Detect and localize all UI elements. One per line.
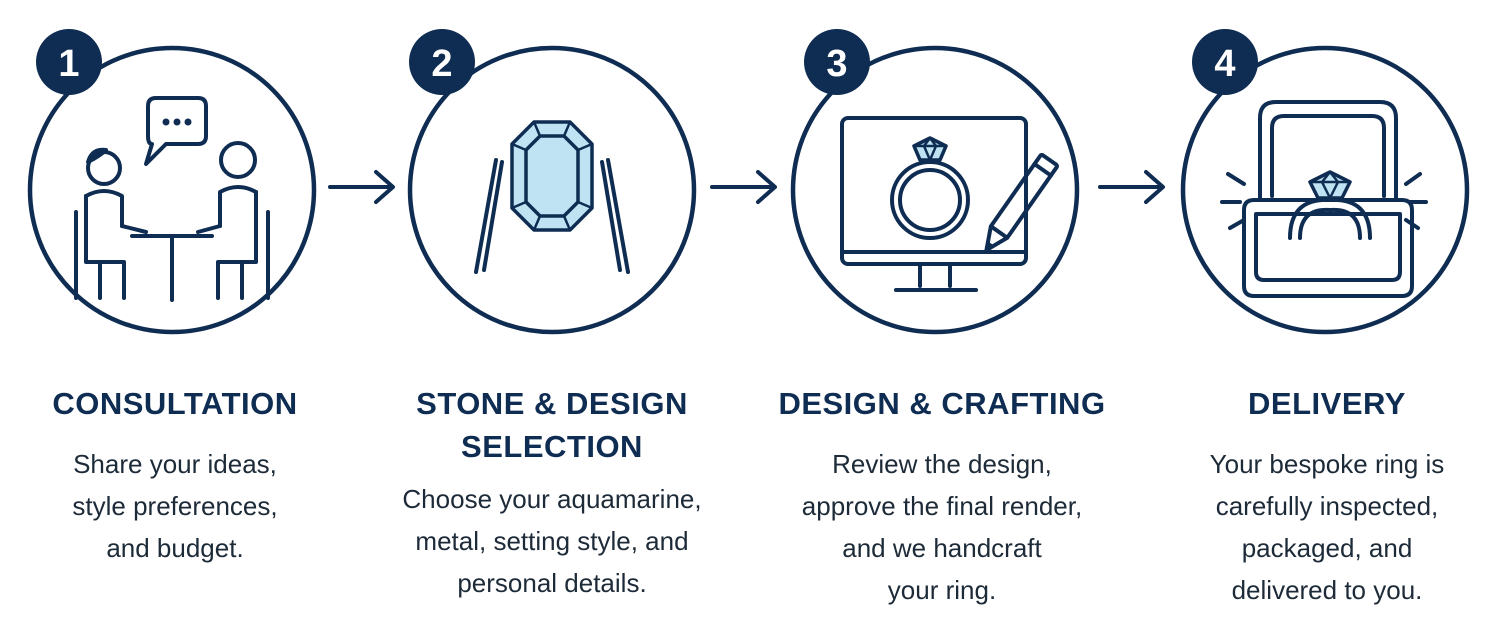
step-4-text: DELIVERY Your bespoke ring is carefully … bbox=[1157, 382, 1497, 611]
step-3-number-badge: 3 bbox=[804, 29, 870, 95]
step-3-title: DESIGN & CRAFTING bbox=[778, 386, 1106, 421]
step-3-text: DESIGN & CRAFTING Review the design, app… bbox=[772, 382, 1112, 611]
arrow-right-icon bbox=[1098, 170, 1165, 204]
ring-box-icon bbox=[1220, 100, 1428, 298]
arrow-right-icon bbox=[710, 170, 777, 204]
step-1-text: CONSULTATION Share your ideas, style pre… bbox=[5, 382, 345, 569]
step-1-illustration bbox=[27, 45, 317, 335]
monitor-ring-pencil-icon bbox=[840, 116, 1059, 292]
consultation-icon bbox=[74, 96, 270, 302]
step-2-text: STONE & DESIGN SELECTION Choose your aqu… bbox=[382, 382, 722, 604]
arrow-right-icon bbox=[328, 170, 395, 204]
step-4-illustration bbox=[1180, 45, 1470, 335]
step-2-number-badge: 2 bbox=[409, 29, 475, 95]
gemstone-tweezers-icon bbox=[474, 120, 630, 274]
step-2-title: STONE & DESIGN SELECTION bbox=[416, 386, 688, 464]
step-1-description: Share your ideas, style preferences, and… bbox=[72, 449, 278, 563]
svg-text:3: 3 bbox=[826, 43, 847, 85]
svg-text:2: 2 bbox=[431, 43, 452, 85]
step-4-title: DELIVERY bbox=[1248, 386, 1406, 421]
step-2-description: Choose your aquamarine, metal, setting s… bbox=[402, 484, 702, 598]
step-1-number-badge: 1 bbox=[36, 29, 102, 95]
process-illustrations: 1 2 3 4 bbox=[27, 29, 1470, 335]
step-1-title: CONSULTATION bbox=[52, 386, 298, 421]
step-3-illustration bbox=[790, 45, 1080, 335]
svg-text:4: 4 bbox=[1214, 43, 1235, 85]
svg-text:1: 1 bbox=[58, 43, 79, 85]
step-3-description: Review the design, approve the final ren… bbox=[801, 449, 1083, 605]
step-2-illustration bbox=[407, 45, 697, 335]
step-4-number-badge: 4 bbox=[1192, 29, 1258, 95]
step-4-description: Your bespoke ring is carefully inspected… bbox=[1209, 449, 1445, 605]
